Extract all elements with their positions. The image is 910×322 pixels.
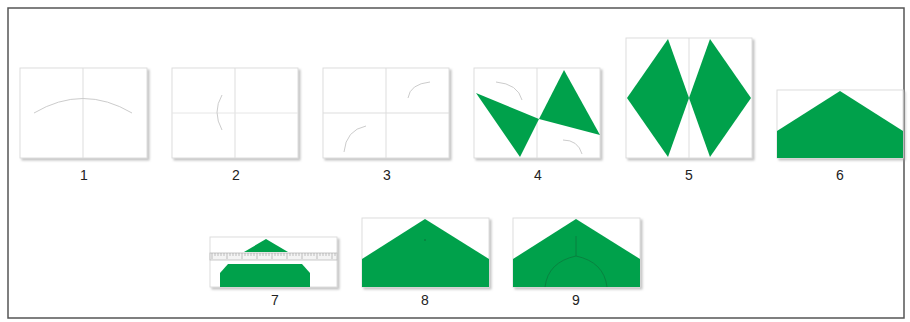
step-number: 5 [685, 167, 693, 183]
step-number: 3 [383, 167, 391, 183]
step-panel [626, 38, 752, 158]
step-panel [20, 68, 147, 158]
step-number: 8 [421, 292, 429, 308]
step-number: 2 [232, 167, 240, 183]
step-number: 1 [80, 167, 88, 183]
step-panel [362, 218, 489, 287]
step-number: 9 [572, 292, 580, 308]
step-panel [777, 90, 903, 158]
step-number: 7 [271, 292, 279, 308]
step-panel [513, 218, 640, 287]
step-number: 4 [534, 167, 542, 183]
step-panel [172, 68, 298, 158]
step-panel [474, 68, 600, 158]
step-number: 6 [836, 167, 844, 183]
step-panel [210, 237, 337, 287]
outer-frame [8, 8, 904, 318]
step-panel [323, 68, 449, 158]
